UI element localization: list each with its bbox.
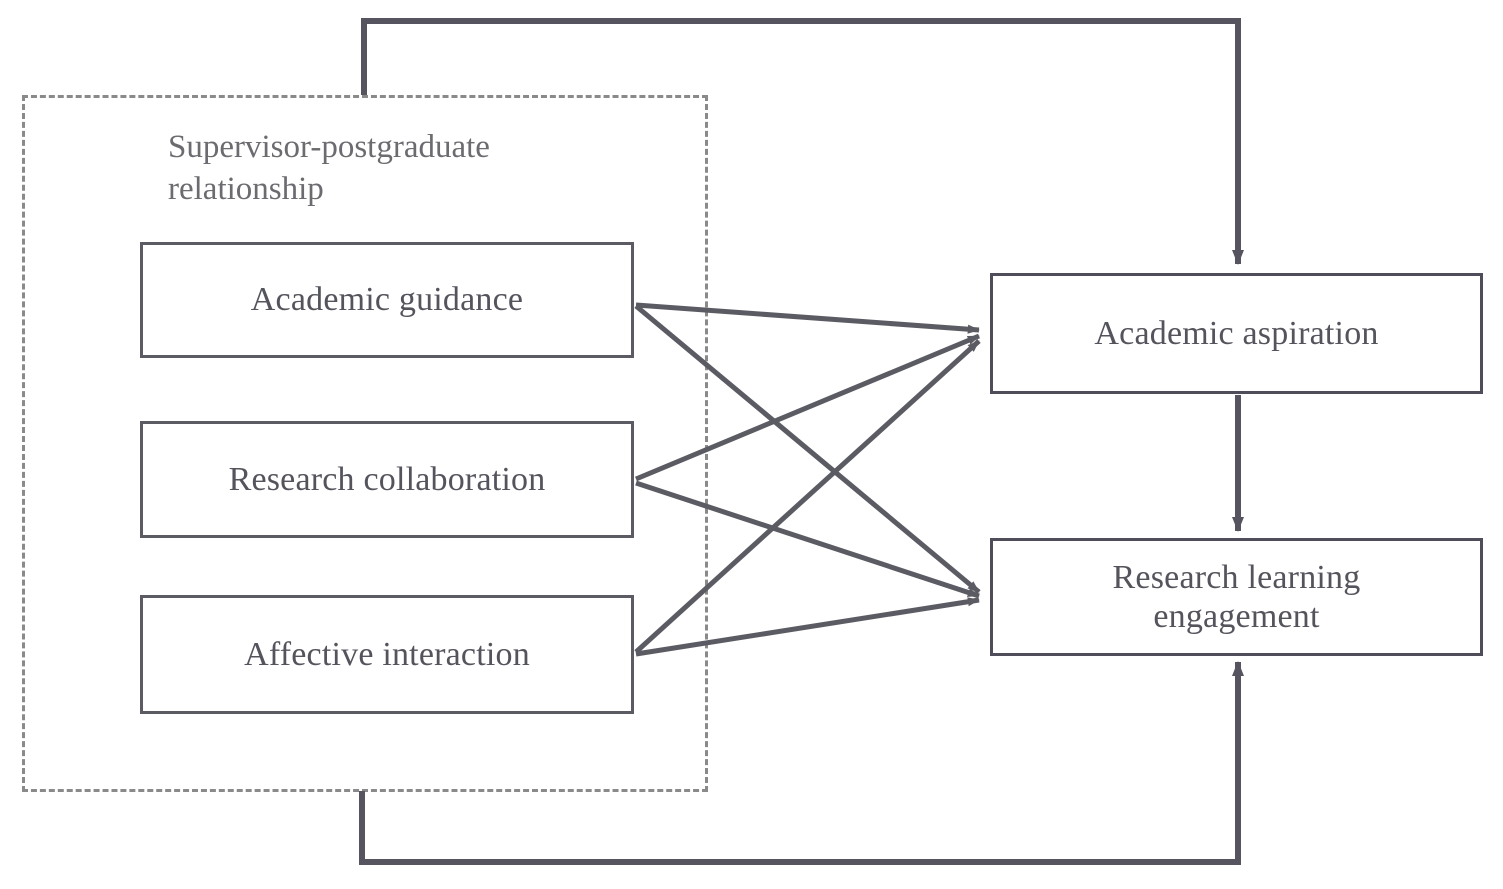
node-research-collaboration[interactable]: Research collaboration <box>140 421 634 538</box>
node-academic-guidance[interactable]: Academic guidance <box>140 242 634 358</box>
node-label-academic-aspiration: Academic aspiration <box>1094 314 1379 352</box>
node-label-affective-interaction: Affective interaction <box>244 635 530 673</box>
node-academic-aspiration[interactable]: Academic aspiration <box>990 273 1483 394</box>
node-research-learning-engagement[interactable]: Research learning engagement <box>990 538 1483 656</box>
node-affective-interaction[interactable]: Affective interaction <box>140 595 634 714</box>
node-label-research-learning-engagement: Research learning engagement <box>1112 558 1361 635</box>
node-label-academic-guidance: Academic guidance <box>250 281 524 319</box>
group-title: Supervisor-postgraduate relationship <box>168 129 490 207</box>
node-label-research-collaboration: Research collaboration <box>228 460 546 498</box>
